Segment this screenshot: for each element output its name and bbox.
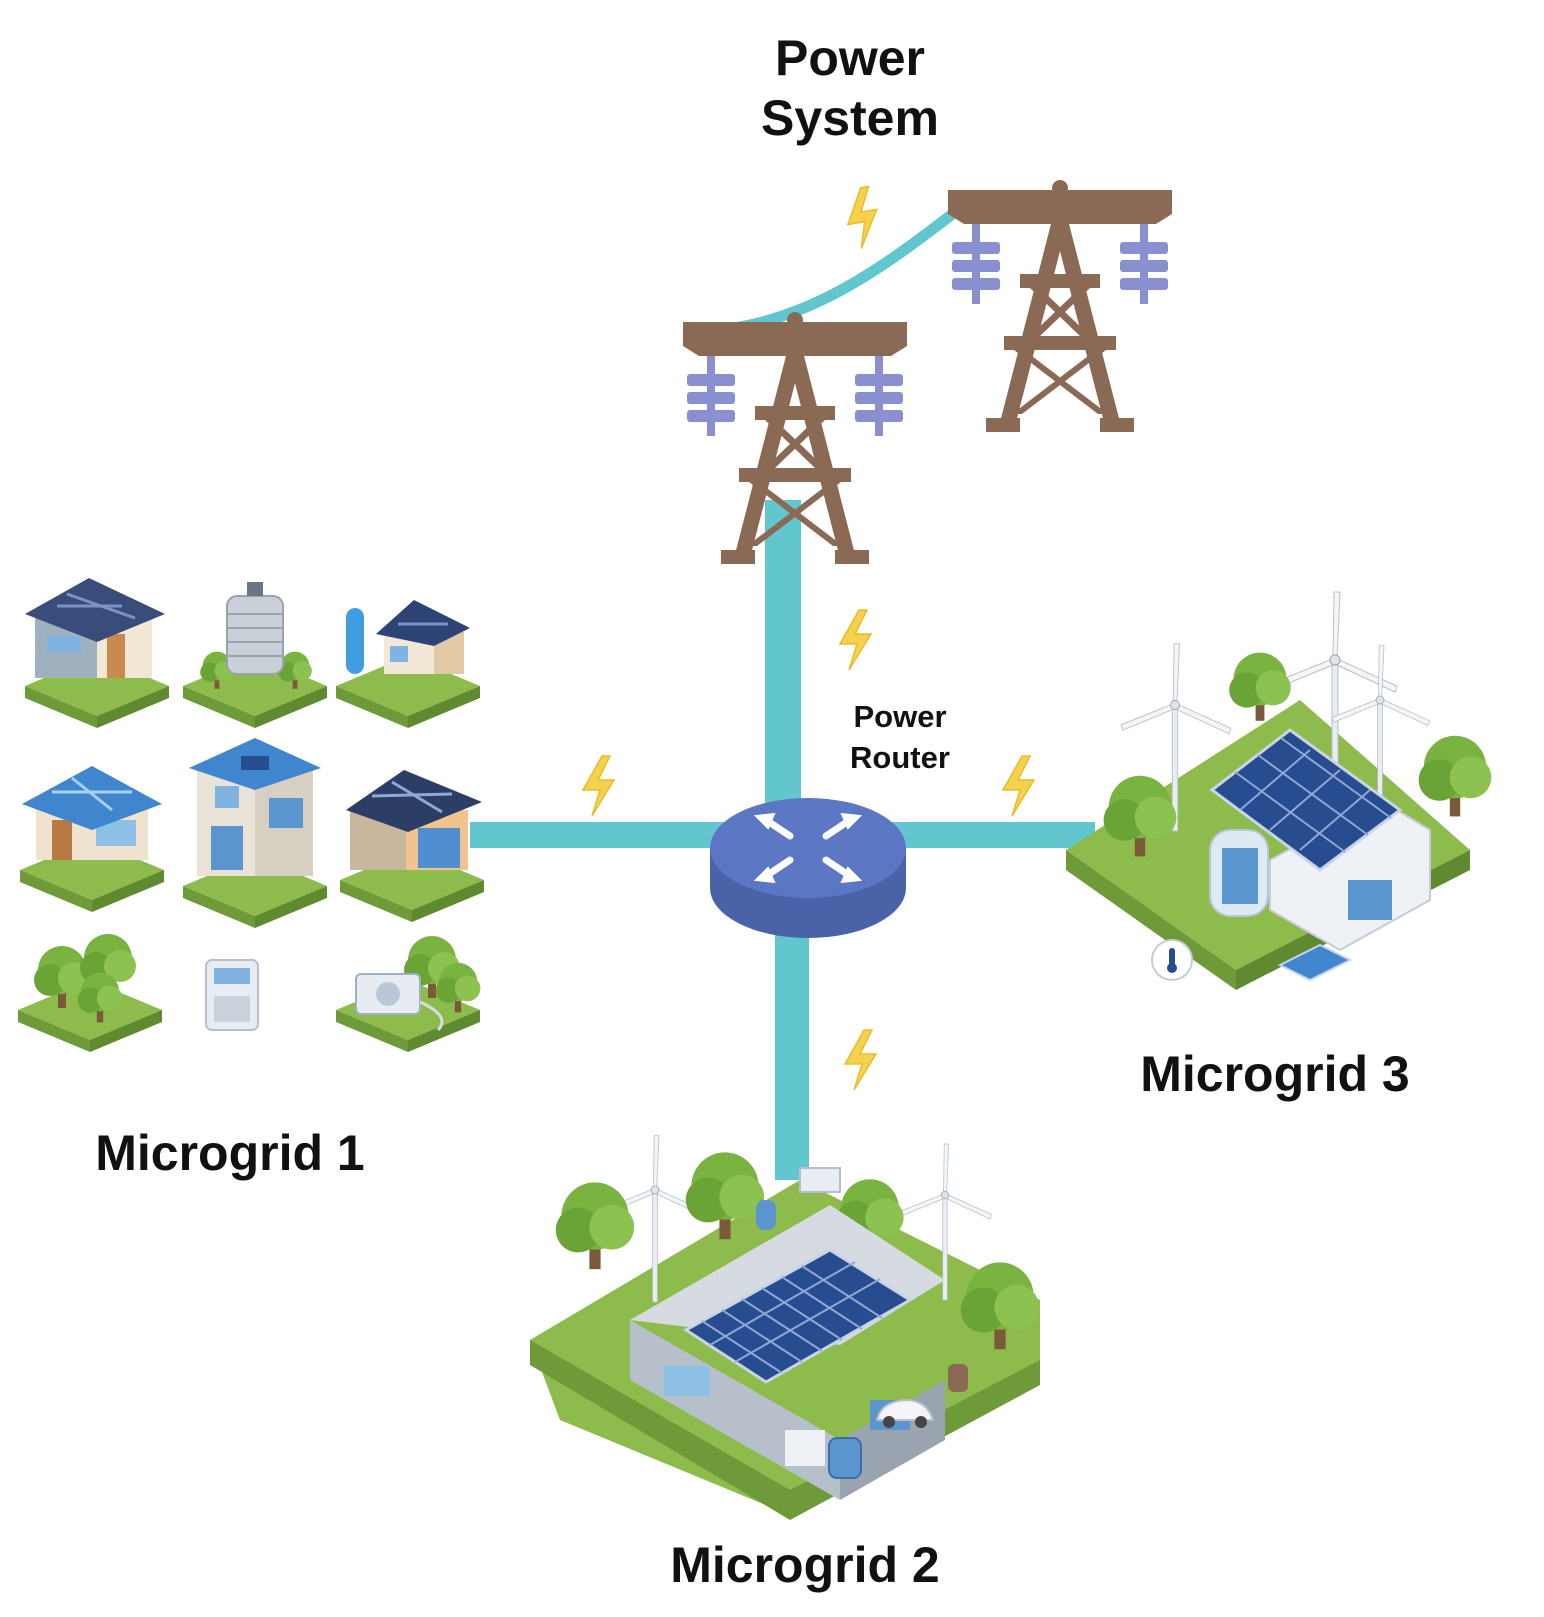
heat-pump-icon [205,959,259,1031]
line-to-power-system [765,500,801,830]
power-router-label-line-2: Router [850,740,950,775]
line-to-microgrid-3 [875,822,1095,848]
battery-icon [948,1364,968,1392]
house-icon [183,738,327,928]
power-router-label-line-1: Power [853,699,947,734]
microgrid-1-label: Microgrid 1 [95,1125,365,1181]
power-system-title: Power System [720,28,980,148]
lightning-bolt-icon [839,609,872,671]
lightning-bolt-icon [1002,755,1035,817]
microgrid-3-label: Microgrid 3 [1140,1046,1410,1102]
lightning-bolt-icon [844,1029,877,1091]
house-icon [336,600,480,728]
microgrid-2-label: Microgrid 2 [670,1537,940,1593]
tree-icon [18,934,162,1052]
thermometer-icon [1151,939,1193,981]
router-icon [710,798,906,938]
ev-car-icon [875,1398,935,1428]
tree-icon [1229,652,1291,721]
power-system-title-line-2: System [761,90,939,146]
house-icon [340,770,484,922]
power-system-title-line-1: Power [774,30,926,86]
lightning-bolt-icon [582,755,615,817]
line-to-microgrid-1 [470,822,730,848]
microgrid-3-scene [1066,591,1492,990]
transmission-line [719,207,959,336]
tree-icon [555,1182,635,1270]
house-icon [20,766,164,912]
lightning-bolt-icon [841,184,884,251]
battery-icon [183,582,327,728]
battery-icon [828,1437,862,1479]
house-icon [25,578,169,728]
house-icon [1209,728,1431,982]
microgrid-1-cluster [18,578,484,1052]
power-router-label: Power Router [835,696,965,778]
heat-pump-icon [336,936,481,1052]
tree-icon [1418,735,1492,817]
power-tower-icon [948,180,1172,432]
microgrid-2-scene [530,1135,1040,1520]
